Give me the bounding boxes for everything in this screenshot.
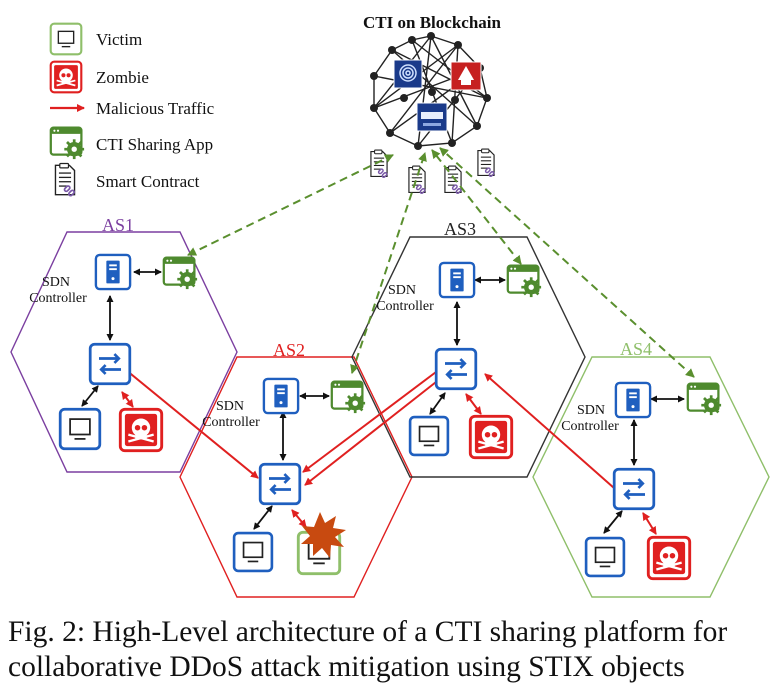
controller-label-line1: SDN — [42, 275, 70, 290]
cti-sharing-app-icon — [686, 382, 722, 416]
controller-label-line1: SDN — [577, 403, 605, 418]
cti-sharing-app-icon — [162, 256, 198, 290]
legend-label-app: CTI Sharing App — [96, 135, 213, 154]
as2-label: AS2 — [273, 340, 305, 360]
cti-sharing-app-icon — [330, 380, 366, 414]
blockchain-network — [370, 32, 491, 150]
smart-contract-icon — [408, 165, 427, 195]
sdn-controller-icon — [262, 377, 300, 415]
legend-label-traffic: Malicious Traffic — [96, 99, 215, 118]
host-monitor-icon — [58, 407, 102, 451]
controller-label-line2: Controller — [376, 299, 434, 314]
victim-legend-icon — [49, 22, 83, 56]
legend-label-contract: Smart Contract — [96, 172, 200, 191]
as4-region — [532, 356, 770, 598]
sdn-controller-icon — [94, 253, 132, 291]
zombie-icon — [646, 535, 692, 581]
legend: Victim Zombie Malicious Traffic CTI Shar… — [49, 22, 215, 198]
threat-logo-icon — [450, 61, 482, 91]
figure-caption: Fig. 2: High-Level architecture of a CTI… — [8, 616, 728, 683]
sdn-switch-icon — [612, 467, 656, 511]
as1-label: AS1 — [102, 215, 134, 235]
zombie-icon — [468, 414, 514, 460]
zombie-legend-icon — [49, 60, 83, 94]
contract-legend-icon — [54, 162, 76, 198]
cti-sharing-app-icon — [506, 264, 542, 298]
controller-label-line1: SDN — [388, 283, 416, 298]
security-logo-icon — [416, 102, 448, 132]
sdn-controller-icon — [614, 381, 652, 419]
controller-label-line2: Controller — [29, 291, 87, 306]
legend-label-zombie: Zombie — [96, 68, 149, 87]
as3-label: AS3 — [444, 219, 476, 239]
blockchain-title: CTI on Blockchain — [363, 13, 501, 32]
controller-label-line2: Controller — [202, 415, 260, 430]
cti-sharing-links — [187, 147, 695, 378]
smart-contract-icon — [370, 149, 389, 179]
legend-label-victim: Victim — [96, 30, 142, 49]
as4-label: AS4 — [620, 339, 652, 359]
host-monitor-icon — [232, 531, 274, 573]
controller-label-line2: Controller — [561, 419, 619, 434]
as1-region — [10, 231, 238, 473]
architecture-diagram: AS1 AS2 AS3 AS4 — [10, 13, 770, 598]
zombie-icon — [118, 407, 164, 453]
attack-explosion-icon — [301, 512, 346, 558]
sdn-controller-icon — [438, 261, 476, 299]
host-monitor-icon — [584, 536, 626, 578]
controller-label-line1: SDN — [216, 399, 244, 414]
smart-contract-icon — [477, 148, 496, 178]
app-legend-icon — [49, 126, 86, 160]
sdn-switch-icon — [88, 342, 132, 386]
fingerprint-logo-icon — [393, 59, 423, 89]
host-monitor-icon — [408, 415, 450, 457]
sdn-switch-icon — [258, 462, 302, 506]
sdn-switch-icon — [434, 347, 478, 391]
